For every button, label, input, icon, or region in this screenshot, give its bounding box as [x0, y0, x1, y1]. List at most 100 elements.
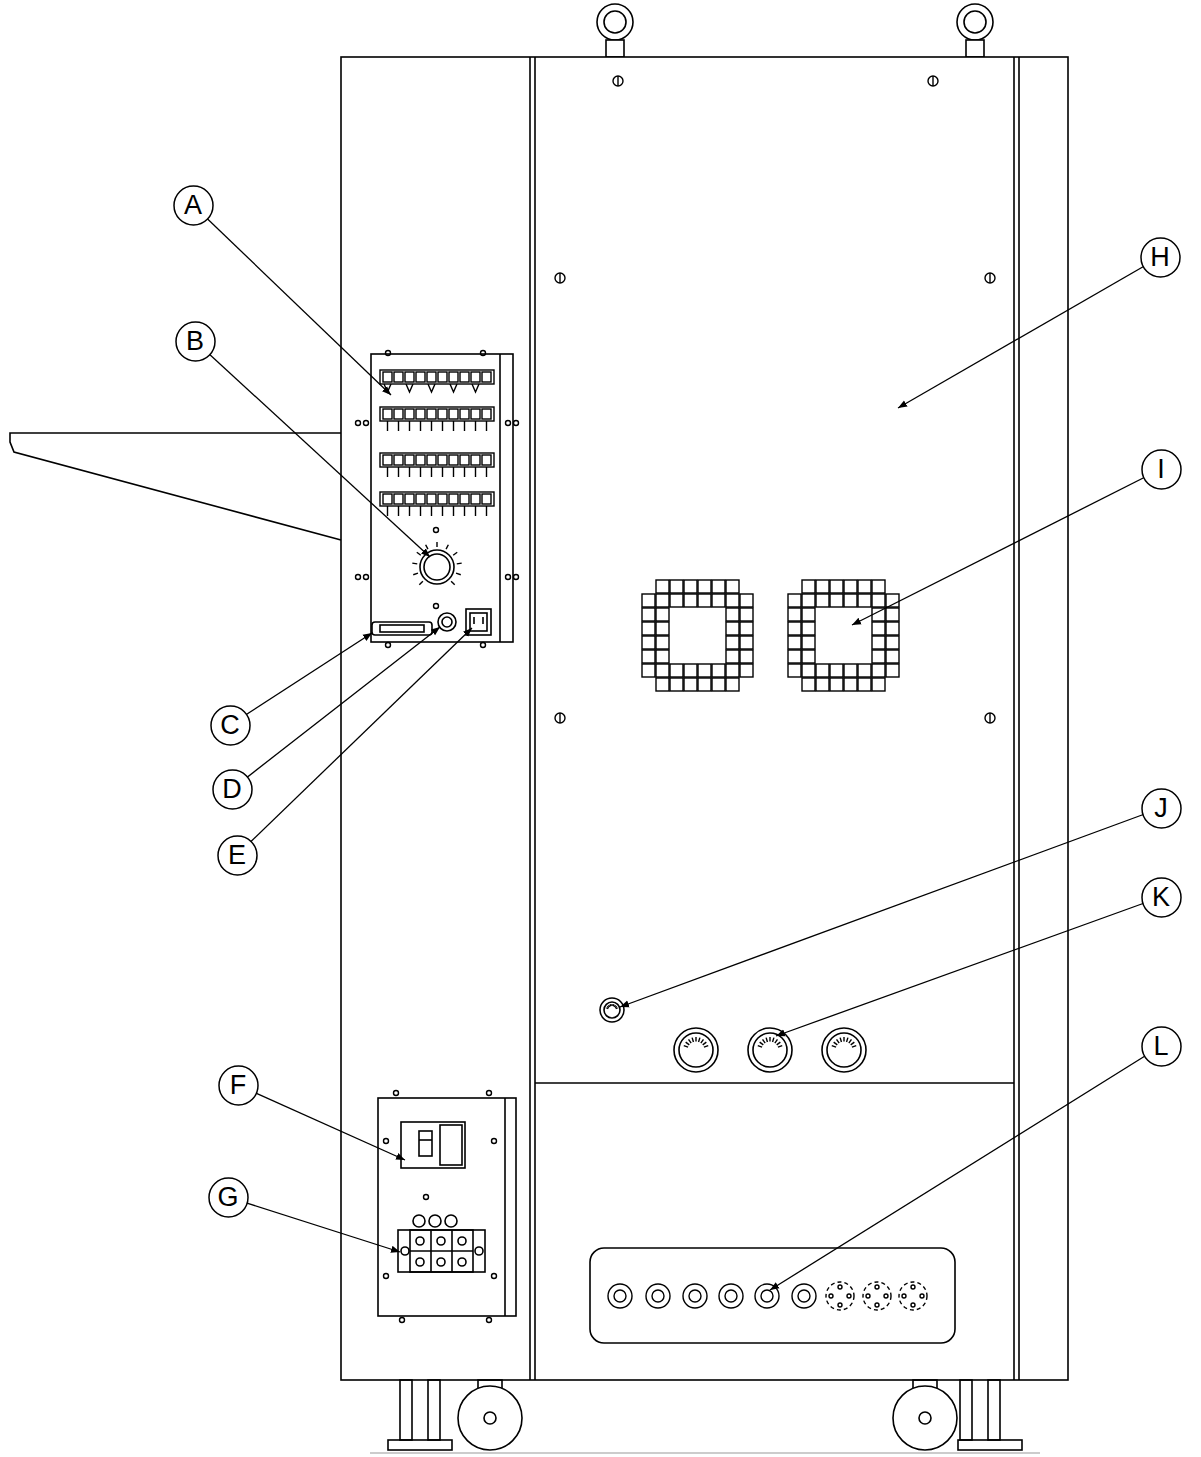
drawing-part — [703, 1042, 707, 1045]
drawing-part — [409, 421, 410, 431]
drawing-part — [590, 1248, 955, 1343]
drawing-part — [481, 643, 486, 648]
drawing-part — [451, 1230, 453, 1272]
drawing-part — [684, 580, 697, 593]
drawing-part — [684, 664, 697, 677]
drawing-part — [383, 372, 392, 382]
callout-ring — [1141, 238, 1180, 277]
drawing-part — [445, 1215, 457, 1227]
drawing-part — [816, 594, 829, 607]
drawing-part — [611, 1004, 612, 1006]
drawing-part — [830, 594, 843, 607]
callout-circle: H — [1140, 237, 1181, 278]
drawing-part — [451, 581, 455, 585]
drawing-part — [726, 636, 739, 649]
drawing-part — [609, 1005, 610, 1007]
drawing-part — [232, 627, 440, 789]
drawing-part — [394, 494, 403, 504]
callout-circle: B — [175, 321, 216, 362]
drawing-part — [475, 467, 476, 477]
drawing-part — [674, 1028, 718, 1072]
callout-circle: E — [217, 835, 258, 876]
drawing-part — [615, 1006, 617, 1007]
drawing-part — [492, 1274, 497, 1279]
callout-circle: A — [173, 185, 214, 226]
drawing-part — [427, 372, 436, 382]
drawing-part — [844, 678, 857, 691]
drawing-part — [383, 494, 392, 504]
drawing-part — [470, 613, 487, 631]
drawing-part — [420, 506, 421, 516]
drawing-part — [428, 1380, 440, 1440]
drawing-part — [609, 1004, 611, 1006]
drawing-part — [656, 678, 669, 691]
drawing-part — [370, 1453, 1040, 1454]
drawing-part — [364, 575, 369, 580]
drawing-part — [409, 506, 410, 516]
callout-ring — [174, 186, 213, 225]
drawing-part — [506, 575, 511, 580]
drawing-part — [383, 455, 392, 465]
drawing-part — [642, 664, 655, 677]
drawing-part — [872, 580, 885, 593]
drawing-part — [642, 608, 655, 621]
drawing-part — [778, 1046, 782, 1048]
drawing-part — [400, 1318, 405, 1323]
drawing-part — [453, 467, 454, 477]
drawing-part — [698, 594, 711, 607]
callout-ring — [219, 1066, 258, 1105]
drawing-part — [383, 409, 392, 419]
drawing-part — [450, 384, 457, 392]
drawing-part — [698, 664, 711, 677]
drawing-part — [453, 421, 454, 431]
drawing-part — [449, 455, 458, 465]
drawing-part — [1013, 57, 1015, 1380]
drawing-part — [816, 664, 829, 677]
drawing-part — [534, 57, 536, 1380]
drawing-part — [380, 492, 494, 506]
drawing-part — [482, 494, 491, 504]
drawing-part — [431, 467, 432, 477]
drawing-part — [484, 1412, 496, 1424]
drawing-part — [413, 573, 418, 575]
drawing-part — [838, 1303, 842, 1307]
drawing-part — [642, 650, 655, 663]
drawing-part — [875, 1303, 879, 1307]
drawing-part — [372, 622, 432, 635]
drawing-part — [875, 1285, 879, 1289]
drawing-part — [606, 1007, 608, 1009]
drawing-part — [446, 545, 448, 549]
drawing-part — [417, 552, 421, 555]
drawing-part — [872, 636, 885, 649]
drawing-part — [398, 421, 399, 431]
drawing-part — [893, 1386, 957, 1450]
drawing-part — [740, 650, 753, 663]
drawing-part — [725, 1290, 737, 1302]
callout-ring — [1142, 1027, 1181, 1066]
callout-letter: B — [186, 328, 204, 355]
drawing-part — [398, 467, 399, 477]
callout-letter: D — [222, 776, 242, 803]
drawing-part — [985, 713, 995, 723]
drawing-part — [364, 421, 369, 426]
drawing-part — [712, 664, 725, 677]
drawing-part — [597, 4, 633, 40]
drawing-part — [400, 1380, 412, 1440]
drawing-part — [416, 455, 425, 465]
drawing-part — [401, 1247, 409, 1255]
drawing-part — [453, 552, 457, 555]
drawing-part — [683, 1284, 707, 1308]
drawing-part — [989, 713, 990, 723]
drawing-part — [761, 1290, 773, 1302]
drawing-part — [770, 1046, 1161, 1290]
drawing-part — [394, 409, 403, 419]
drawing-part — [802, 664, 815, 677]
drawing-part — [802, 594, 815, 607]
drawing-part — [514, 421, 519, 426]
drawing-part — [405, 494, 414, 504]
drawing-part — [872, 678, 885, 691]
drawing-part — [405, 455, 414, 465]
drawing-part — [788, 650, 801, 663]
drawing-part — [726, 650, 739, 663]
drawing-part — [612, 1004, 614, 1006]
